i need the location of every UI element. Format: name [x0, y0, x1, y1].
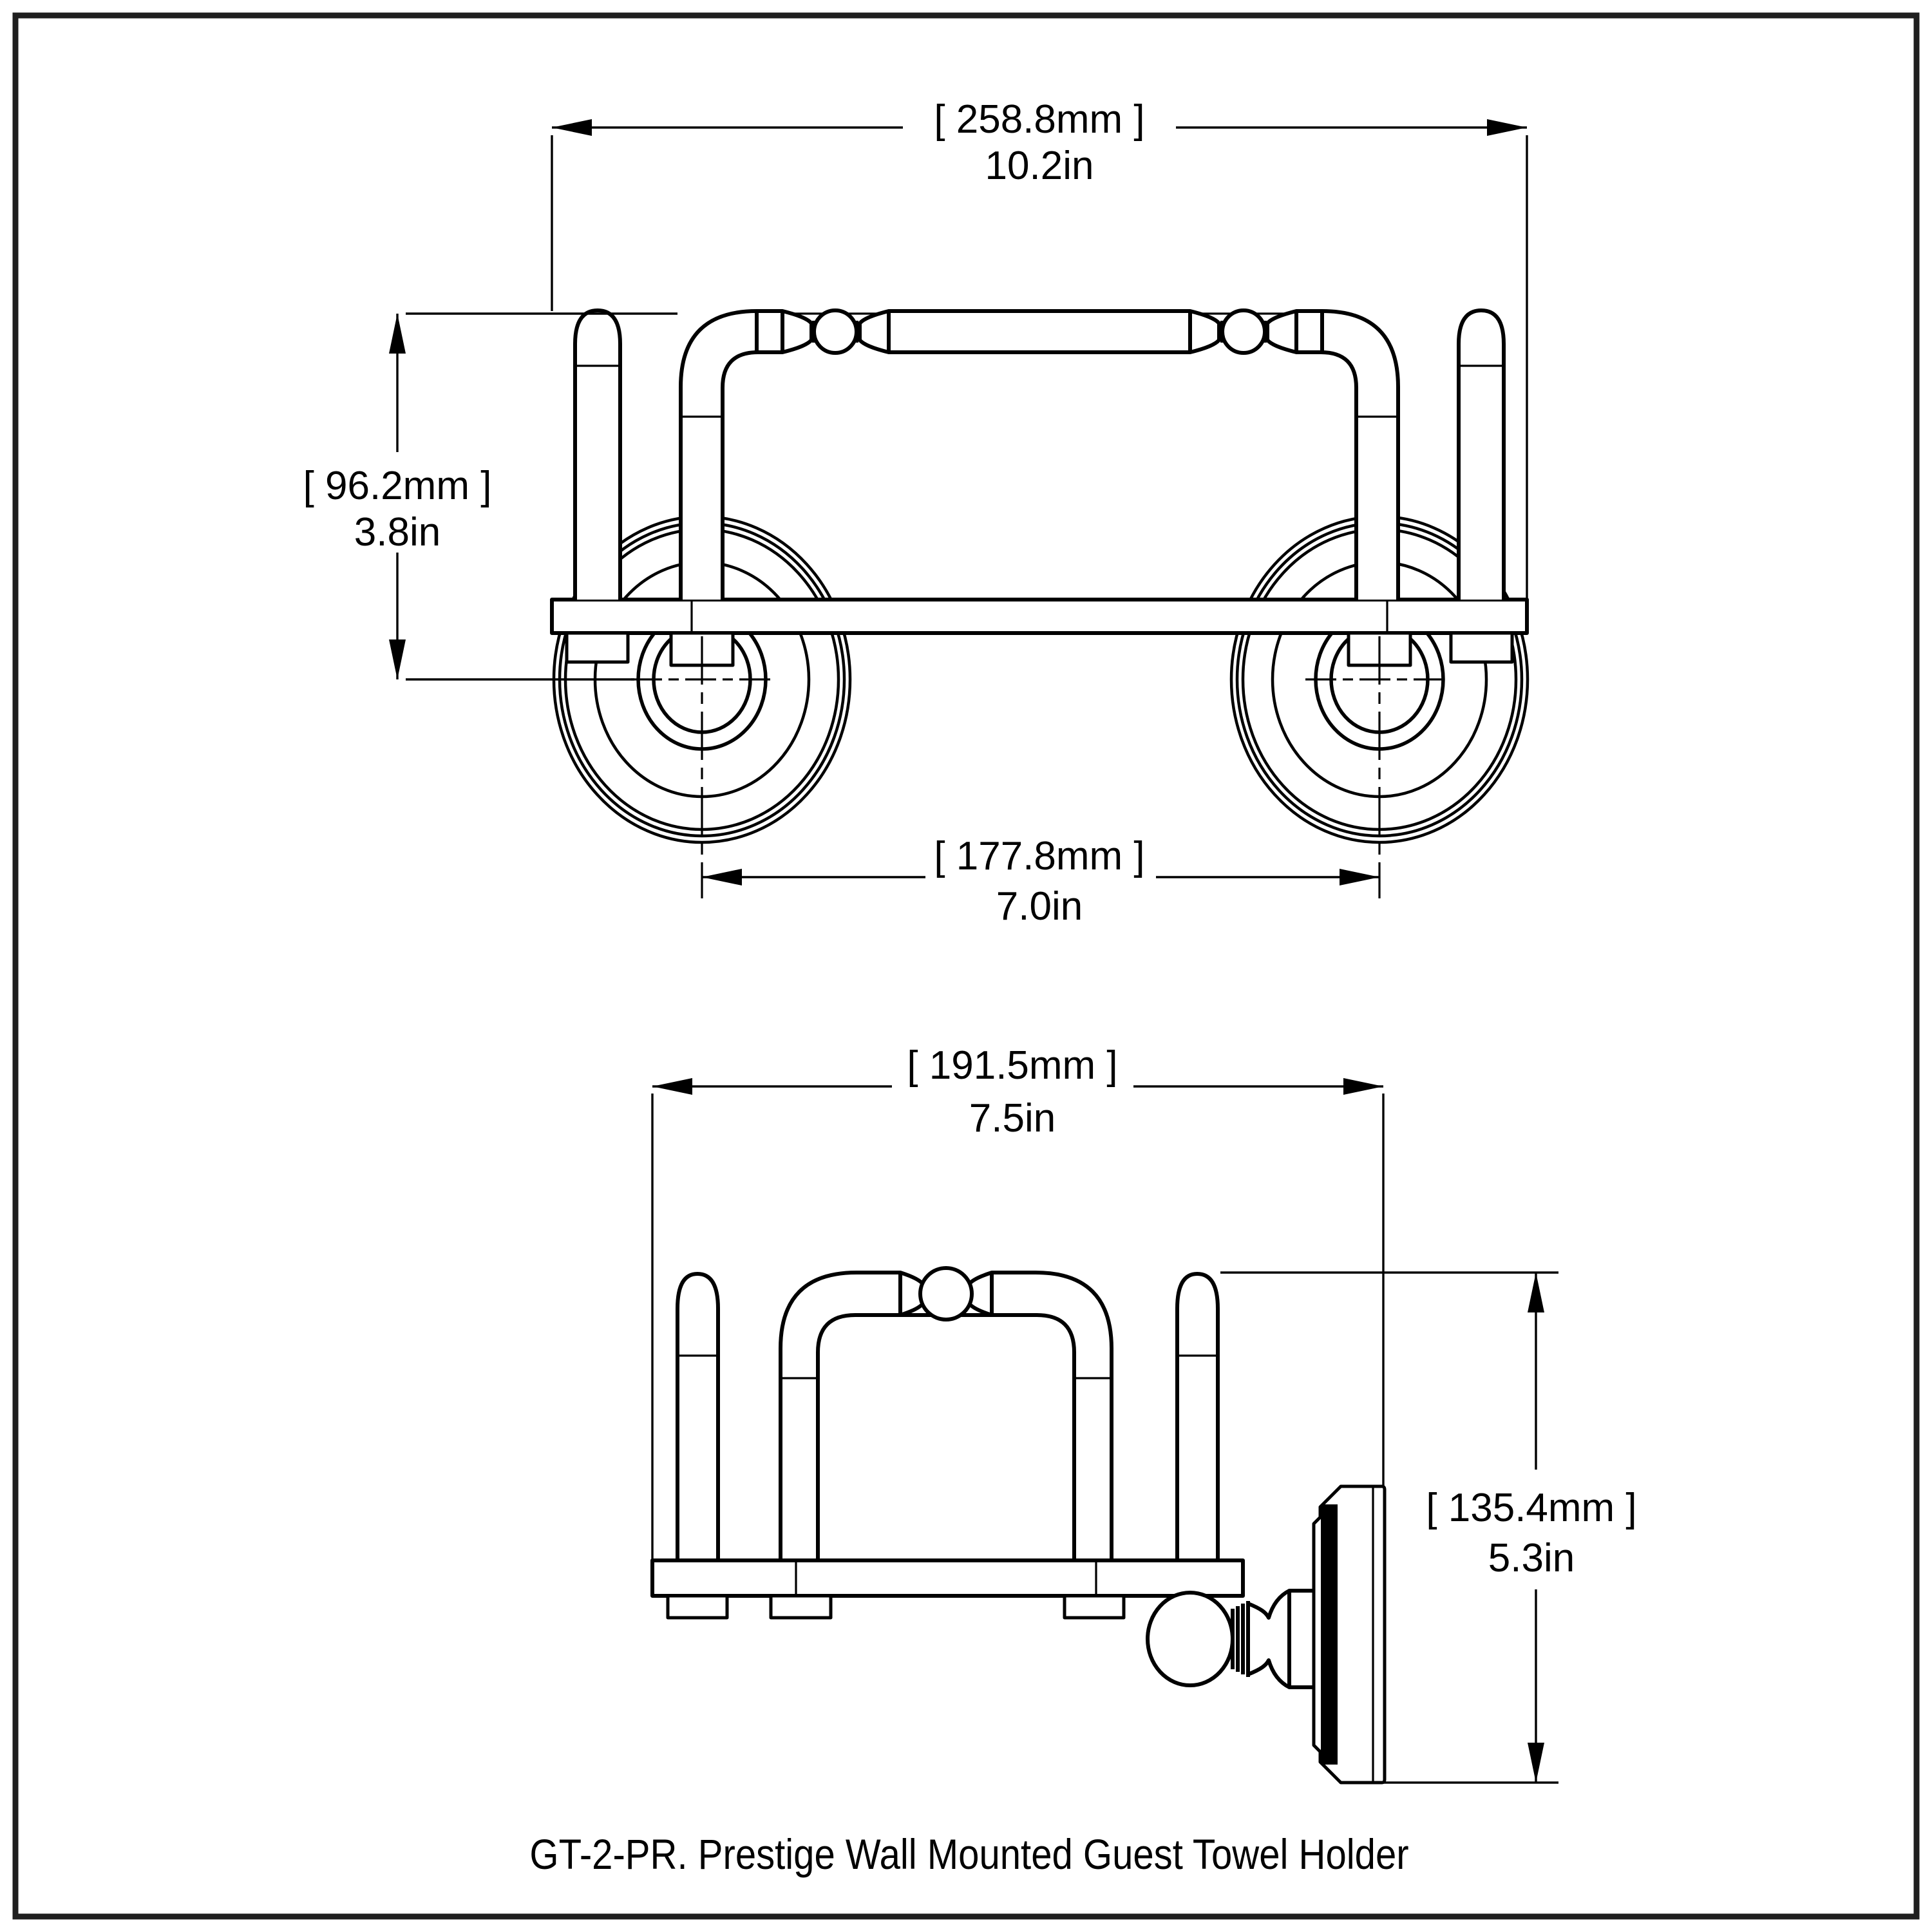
- dim-mount-spacing: [ 177.8mm ] 7.0in: [702, 834, 1379, 929]
- side-guard-post-front: [676, 1272, 720, 1560]
- guard-post-left: [573, 308, 622, 600]
- page-border: [12, 12, 1920, 1920]
- ball-ornament-right: [1188, 308, 1298, 355]
- dim-depth-mm: [ 191.5mm ]: [907, 1043, 1117, 1088]
- drawing-caption: GT-2-PR. Prestige Wall Mounted Guest Tow…: [529, 1832, 1408, 1879]
- knob-finial: [1146, 1589, 1314, 1689]
- side-view: [ 191.5mm ] 7.5in [ 135.4mm ] 5.3in: [650, 1043, 1637, 1785]
- side-guard-post-back: [1175, 1272, 1220, 1560]
- mounting-shelf: [550, 598, 1529, 667]
- dim-overall-width-mm: [ 258.8mm ]: [934, 97, 1144, 142]
- guard-post-right: [1457, 308, 1506, 600]
- towel-arch: [779, 1266, 1113, 1560]
- arch-ball-ornament: [898, 1266, 994, 1321]
- base-plate: [650, 1558, 1245, 1620]
- flange-centerlines: [631, 636, 1450, 898]
- dim-mount-spacing-in: 7.0in: [996, 884, 1083, 929]
- dim-backplate-height-in: 5.3in: [1488, 1536, 1575, 1580]
- dim-depth-in: 7.5in: [969, 1096, 1056, 1141]
- dim-mount-spacing-mm: [ 177.8mm ]: [934, 834, 1144, 878]
- front-view: [ 258.8mm ] 10.2in [ 96.2mm ] 3.8in [ 17…: [303, 97, 1530, 929]
- ball-ornament-left: [781, 308, 891, 355]
- dim-overall-width-in: 10.2in: [985, 144, 1094, 188]
- dim-backplate-height-mm: [ 135.4mm ]: [1426, 1486, 1636, 1530]
- dim-overall-width: [ 258.8mm ] 10.2in: [551, 97, 1528, 598]
- dim-height-to-mount: [ 96.2mm ] 3.8in: [303, 312, 677, 681]
- dim-height-mm: [ 96.2mm ]: [303, 464, 492, 508]
- dim-backplate-height: [ 135.4mm ] 5.3in: [1220, 1271, 1637, 1784]
- towel-bar: [679, 308, 1400, 600]
- wall-backplate: [1312, 1484, 1387, 1785]
- dim-overall-depth: [ 191.5mm ] 7.5in: [651, 1043, 1385, 1560]
- dim-height-in: 3.8in: [354, 510, 440, 554]
